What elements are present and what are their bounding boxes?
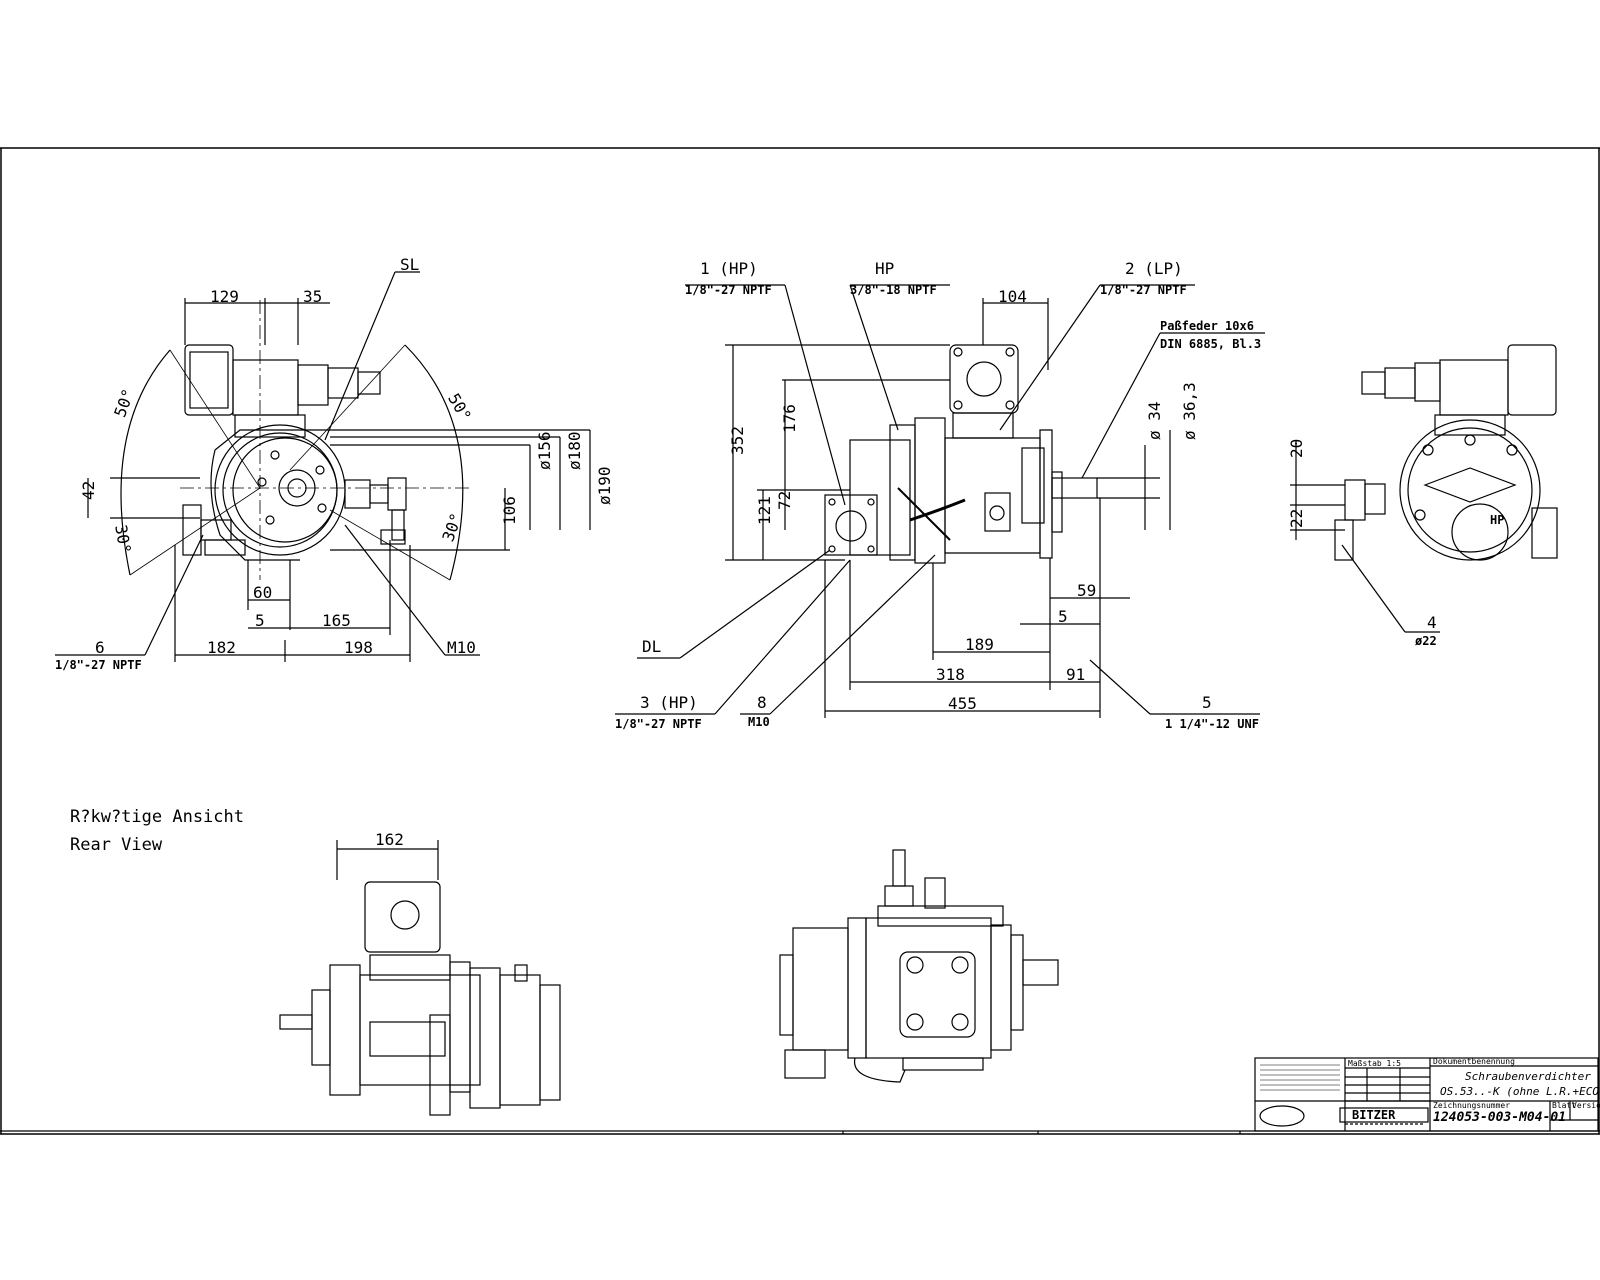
dim-165: 165 bbox=[322, 611, 351, 630]
dim-d190: ø190 bbox=[595, 466, 614, 505]
dim-455: 455 bbox=[948, 694, 977, 713]
label-key-1: Paßfeder 10x6 bbox=[1160, 319, 1254, 333]
label-hp: HP bbox=[875, 259, 894, 278]
label-port-4-dia: ø22 bbox=[1415, 634, 1437, 648]
label-port-8: 8 bbox=[757, 693, 767, 712]
angle-30-left: 30° bbox=[111, 523, 135, 555]
rear-view-label-en: Rear View bbox=[70, 835, 163, 855]
dim-189: 189 bbox=[965, 635, 994, 654]
dim-59: 59 bbox=[1077, 581, 1096, 600]
dim-352: 352 bbox=[728, 426, 747, 455]
dim-d36-3: ø 36,3 bbox=[1180, 382, 1199, 440]
dim-60: 60 bbox=[253, 583, 272, 602]
dim-129: 129 bbox=[210, 287, 239, 306]
doc-title: Schraubenverdichter bbox=[1465, 1070, 1591, 1083]
dim-91: 91 bbox=[1066, 665, 1085, 684]
label-port-5-thread: 1 1/4"-12 UNF bbox=[1165, 717, 1259, 731]
dim-318: 318 bbox=[936, 665, 965, 684]
version-label: Version bbox=[1572, 1101, 1600, 1110]
doc-subtitle: OS.53..-K (ohne L.R.+ECO) bbox=[1440, 1085, 1600, 1098]
dim-176: 176 bbox=[780, 404, 799, 433]
label-rear-hp: HP bbox=[1490, 513, 1504, 527]
title-block bbox=[1254, 1057, 1599, 1132]
sheet-frame bbox=[0, 147, 1600, 1135]
bottom-left-view bbox=[279, 840, 561, 1116]
brand-logo: BITZER bbox=[1352, 1108, 1396, 1122]
side-view-text: 104 352 176 72 121 ø 34 ø 36,3 59 5 189 … bbox=[615, 259, 1261, 731]
label-port-6-thread: 1/8"-27 NPTF bbox=[55, 658, 142, 672]
label-port-8-thread: M10 bbox=[748, 715, 770, 729]
label-port-4: 4 bbox=[1427, 613, 1437, 632]
dim-35: 35 bbox=[303, 287, 322, 306]
angle-50-left: 50° bbox=[110, 386, 138, 420]
dim-121: 121 bbox=[755, 496, 774, 525]
dim-104: 104 bbox=[998, 287, 1027, 306]
label-port-2-thread: 1/8"-27 NPTF bbox=[1100, 283, 1187, 297]
label-m10: M10 bbox=[447, 638, 476, 657]
dim-72: 72 bbox=[775, 491, 794, 510]
front-view bbox=[55, 271, 591, 662]
dim-5: 5 bbox=[1058, 607, 1068, 626]
label-port-2: 2 (LP) bbox=[1125, 259, 1183, 278]
title-block-text: Maßstab 1:5 Dokumentbenennung Schraubenv… bbox=[1348, 1057, 1600, 1125]
dim-d180: ø180 bbox=[565, 431, 584, 470]
drawing-number-label: Zeichnungsnummer bbox=[1433, 1101, 1510, 1110]
angle-30-right: 30° bbox=[438, 510, 466, 544]
dim-d156: ø156 bbox=[535, 431, 554, 470]
label-port-6: 6 bbox=[95, 638, 105, 657]
sheet-label: Blatt bbox=[1552, 1101, 1576, 1110]
dim-20: 20 bbox=[1287, 439, 1306, 458]
bottom-text: 162 R?kw?tige Ansicht Rear View bbox=[70, 807, 404, 855]
dim-5: 5 bbox=[255, 611, 265, 630]
label-dl: DL bbox=[642, 637, 661, 656]
angle-50-right: 50° bbox=[444, 390, 475, 425]
dim-182: 182 bbox=[207, 638, 236, 657]
rear-view-text: 20 22 4 ø22 HP bbox=[1287, 439, 1504, 648]
dim-d34: ø 34 bbox=[1145, 401, 1164, 440]
label-sl: SL bbox=[400, 255, 419, 274]
rear-view bbox=[1290, 344, 1558, 633]
label-port-3-thread: 1/8"-27 NPTF bbox=[615, 717, 702, 731]
bottom-right-view bbox=[779, 849, 1059, 1083]
dim-42: 42 bbox=[79, 481, 98, 500]
dim-162: 162 bbox=[375, 830, 404, 849]
drawing-number: 124053-003-M04-01 bbox=[1433, 1110, 1566, 1125]
label-port-3: 3 (HP) bbox=[640, 693, 698, 712]
doc-label: Dokumentbenennung bbox=[1433, 1057, 1515, 1066]
scale-label: Maßstab 1:5 bbox=[1348, 1059, 1401, 1068]
dim-106: 106 bbox=[500, 496, 519, 525]
dim-198: 198 bbox=[344, 638, 373, 657]
dim-22: 22 bbox=[1287, 509, 1306, 528]
label-port-1: 1 (HP) bbox=[700, 259, 758, 278]
side-view bbox=[615, 284, 1265, 718]
label-key-2: DIN 6885, Bl.3 bbox=[1160, 337, 1261, 351]
label-port-1-thread: 1/8"-27 NPTF bbox=[685, 283, 772, 297]
label-port-5: 5 bbox=[1202, 693, 1212, 712]
label-hp-thread: 3/8"-18 NPTF bbox=[850, 283, 937, 297]
rear-view-label-de: R?kw?tige Ansicht bbox=[70, 807, 244, 827]
